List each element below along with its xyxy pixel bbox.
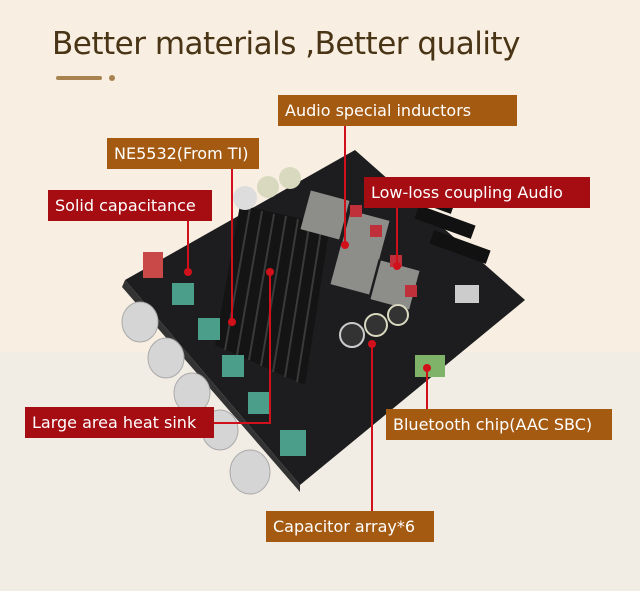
label-bluetooth-chip: Bluetooth chip(AAC SBC)	[386, 409, 612, 440]
title-dot	[109, 75, 115, 81]
pcb-board	[125, 150, 525, 485]
power-switch	[143, 252, 163, 278]
electrolytic-capacitors	[233, 167, 409, 348]
leader-lines	[187, 125, 428, 511]
title-underline	[56, 76, 102, 80]
leader-dots	[184, 241, 431, 372]
label-ne5532: NE5532(From TI)	[107, 138, 259, 169]
label-audio-inductors: Audio special inductors	[278, 95, 517, 126]
label-low-loss-coupling: Low-loss coupling Audio	[364, 177, 590, 208]
pcb-edge	[122, 280, 300, 492]
label-solid-capacitance: Solid capacitance	[48, 190, 212, 221]
usb-port	[455, 285, 479, 303]
label-heat-sink: Large area heat sink	[25, 407, 214, 438]
heat-sink-fins	[224, 207, 323, 383]
potentiometers	[172, 283, 306, 456]
inductors	[300, 190, 420, 310]
knobs	[121, 301, 271, 495]
page-title: Better materials ,Better quality	[52, 26, 520, 62]
label-capacitor-array: Capacitor array*6	[266, 511, 434, 542]
